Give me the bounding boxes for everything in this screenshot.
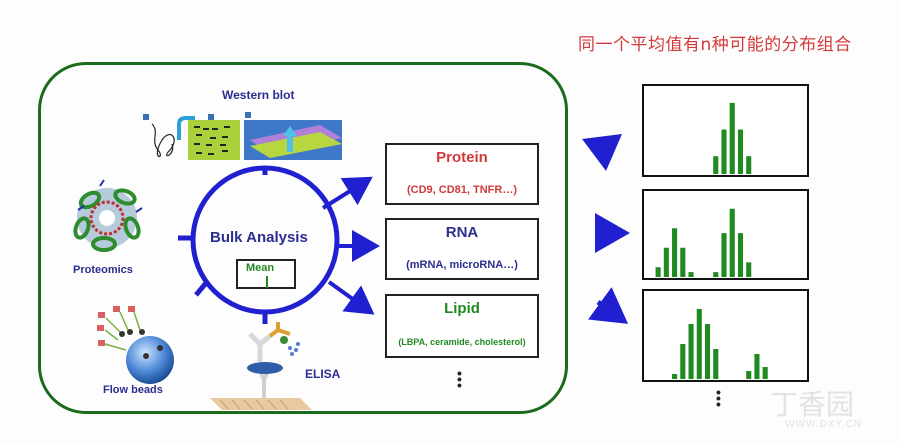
lipid-box: Lipid (LBPA, ceramide, cholesterol) [385, 294, 539, 358]
histogram-svg [713, 102, 752, 174]
flow-beads-icon [97, 306, 174, 384]
protein-box: Protein (CD9, CD81, TNFR…) [385, 143, 539, 205]
histogram-svg [655, 208, 752, 277]
histogram-bar [713, 156, 719, 174]
step-badge-1 [143, 114, 149, 120]
flow-beads-label: Flow beads [103, 384, 163, 396]
proteomics-structure-icon [73, 179, 143, 252]
histogram-bar [680, 344, 686, 379]
rna-examples: (mRNA, microRNA…) [406, 259, 518, 271]
histogram-bar [737, 233, 744, 277]
elisa-icon [210, 322, 312, 410]
protein-examples: (CD9, CD81, TNFR…) [406, 184, 517, 196]
histogram-bar [746, 371, 752, 379]
histogram-bar [746, 156, 752, 174]
histogram-bar [704, 324, 711, 379]
bulk-analysis-panel [38, 62, 568, 414]
protein-title: Protein [436, 149, 488, 166]
histogram-bar [729, 208, 735, 277]
up-arrow-icon [287, 134, 293, 152]
western-blot-label: Western blot [222, 88, 295, 102]
histogram-bar [713, 349, 719, 379]
elisa-label: ELISA [305, 367, 341, 381]
lipid-examples: (LBPA, ceramide, cholesterol) [398, 337, 526, 347]
rna-title: RNA [445, 224, 479, 241]
western-blot-illustration [143, 112, 342, 160]
step-badge-3 [245, 112, 251, 118]
arrow-to-protein [321, 176, 373, 210]
arrow-to-lipid [327, 280, 375, 315]
rna-box: RNA (mRNA, microRNA…) [385, 218, 539, 280]
histogram-bar [680, 247, 686, 277]
histogram-bar [721, 129, 727, 174]
more-distributions-ellipsis: ••• [716, 384, 721, 412]
histogram-bar [762, 367, 768, 379]
histogram-bimodal [642, 189, 809, 280]
histogram-bar [737, 129, 744, 174]
histogram-bar [746, 262, 752, 277]
histogram-unimodal [642, 84, 809, 177]
arrow-to-hist-3 [588, 287, 629, 324]
bulk-analysis-label: Bulk Analysis [210, 229, 308, 246]
page-title: 同一个平均值有n种可能的分布组合 [578, 35, 852, 55]
lipid-title: Lipid [444, 300, 480, 317]
histogram-bar [696, 309, 702, 379]
histogram-bar [688, 324, 694, 379]
histogram-bar [672, 374, 678, 379]
histogram-svg [672, 309, 768, 379]
histogram-bar [721, 233, 727, 277]
protein-coil-icon [151, 123, 175, 158]
watermark-url: WWW.DXY.CN [785, 419, 863, 430]
histogram-bar [688, 272, 694, 277]
mean-label: Mean [246, 262, 275, 274]
histogram-bar [729, 102, 735, 174]
spoke-bottom-left [194, 281, 208, 297]
step-badge-2 [208, 114, 214, 120]
watermark-logo: 丁香园 [770, 388, 855, 421]
transfer-arrow-icon [177, 116, 195, 140]
histogram-bar [713, 272, 719, 277]
more-molecules-ellipsis: ••• [457, 365, 462, 393]
histogram-bar [672, 228, 678, 277]
histogram-skewed [642, 289, 809, 382]
histogram-bar [754, 354, 760, 379]
mean-bar-icon [266, 276, 268, 288]
arrow-to-hist-1 [582, 134, 622, 171]
proteomics-label: Proteomics [73, 264, 133, 276]
histogram-bar [663, 247, 669, 277]
histogram-bar [655, 267, 661, 277]
